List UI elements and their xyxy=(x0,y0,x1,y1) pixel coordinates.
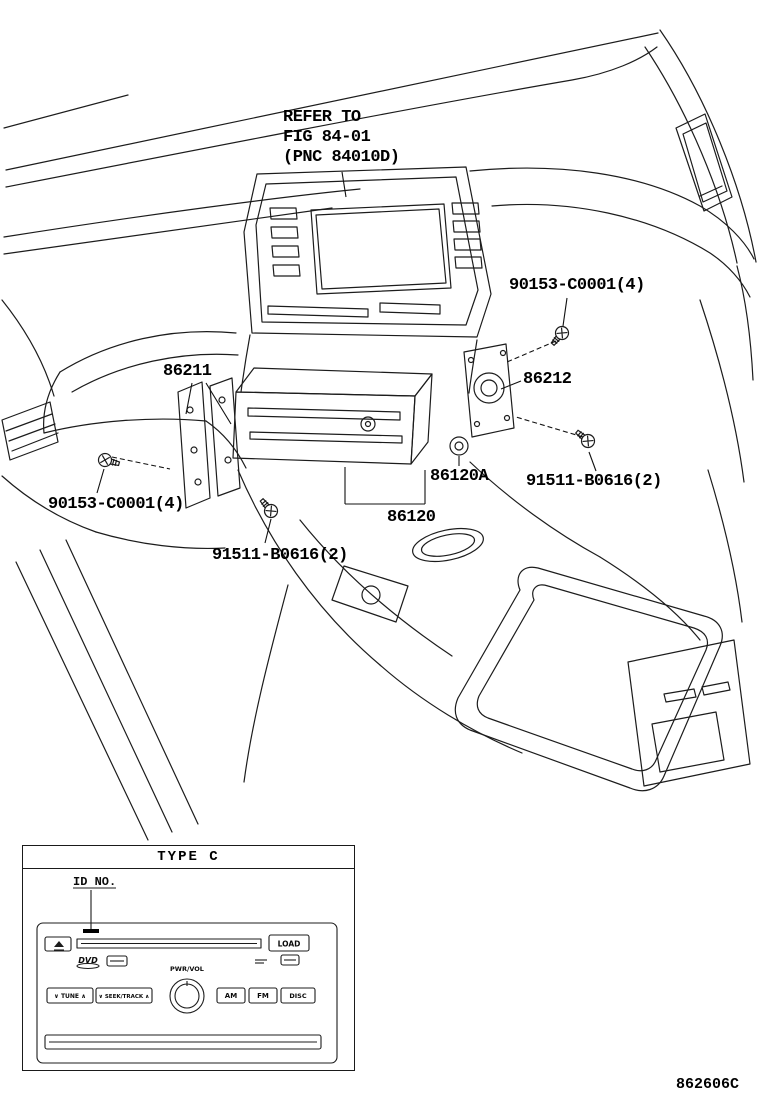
part-label-90153-left: 90153-C0001(4) xyxy=(48,495,184,514)
screws xyxy=(97,325,596,519)
part-label-91511-bottom: 91511-B0616(2) xyxy=(212,546,348,565)
dashed-leader-lines xyxy=(111,340,584,470)
load-button-drawing xyxy=(268,934,310,952)
windshield-lines xyxy=(3,29,757,264)
dvd-logo-label: DVD xyxy=(78,956,98,965)
radio-unit-drawing xyxy=(232,367,433,465)
display-strip xyxy=(44,1034,322,1050)
screw-icon xyxy=(97,452,121,468)
right-vent xyxy=(675,113,733,212)
part-label-91511-right: 91511-B0616(2) xyxy=(526,472,662,491)
part-label-86120: 86120 xyxy=(387,508,436,527)
dvd-logo-icon xyxy=(76,962,100,970)
display-screen xyxy=(310,203,452,295)
type-c-header: TYPE C xyxy=(23,846,354,869)
pwr-vol-label: PWR/VOL xyxy=(170,965,204,973)
seek-button-label: ∨ SEEK/TRACK ∧ xyxy=(98,994,149,1000)
seek-button-drawing xyxy=(95,987,153,1004)
tune-button-label: ∨ TUNE ∧ xyxy=(54,993,86,1000)
left-cluster xyxy=(1,299,247,550)
type-c-label: TYPE C xyxy=(157,849,220,865)
refer-note-line: FIG 84-01 xyxy=(283,128,371,147)
kick-panel-lines xyxy=(15,539,199,841)
fm-button-label: FM xyxy=(257,992,269,1000)
part-label-86120A: 86120A xyxy=(430,467,489,486)
bracket-right-drawing xyxy=(463,343,515,438)
tune-button-drawing xyxy=(46,987,94,1004)
diagram-code: 862606C xyxy=(676,1076,740,1093)
fm-button-drawing xyxy=(248,987,278,1004)
part-label-86212: 86212 xyxy=(523,370,572,389)
disc-format-marks xyxy=(255,954,300,966)
center-console xyxy=(237,461,723,792)
volume-knob-drawing xyxy=(169,978,205,1014)
right-lower-panel xyxy=(627,639,751,787)
leader-lines xyxy=(96,171,597,544)
disc-button-drawing xyxy=(280,987,316,1004)
disc-button-label: DISC xyxy=(289,992,306,1000)
refer-note: REFER TO FIG 84-01 (PNC 84010D) xyxy=(283,108,400,168)
eject-button-drawing xyxy=(44,936,72,952)
refer-note-line: (PNC 84010D) xyxy=(283,148,400,167)
refer-note-line: REFER TO xyxy=(283,108,361,127)
faceplate-outline xyxy=(36,922,338,1064)
screw-icon xyxy=(259,497,279,519)
bracket-left-drawing xyxy=(177,377,241,509)
part-label-86211: 86211 xyxy=(163,362,212,381)
cd-logo-icon xyxy=(106,955,128,967)
part-label-90153-top: 90153-C0001(4) xyxy=(509,276,645,295)
id-number-mark xyxy=(83,929,99,933)
type-c-inset-box: TYPE C xyxy=(22,845,355,1071)
center-stack-unit xyxy=(240,166,492,394)
disc-slot xyxy=(76,938,262,949)
id-no-label: ID NO. xyxy=(73,875,116,889)
dashboard-surface xyxy=(3,167,755,623)
eject-icon xyxy=(54,941,64,947)
load-button-label: LOAD xyxy=(278,940,301,949)
knob-part-drawing xyxy=(449,436,469,456)
am-button-drawing xyxy=(216,987,246,1004)
screw-icon xyxy=(550,325,570,347)
screw-icon xyxy=(574,429,596,449)
am-button-label: AM xyxy=(225,992,237,1000)
type-c-faceplate-drawing: ID NO. LOAD DVD PWR/VOL ∨ TUNE ∧ ∨ SEEK/… xyxy=(36,875,338,1064)
